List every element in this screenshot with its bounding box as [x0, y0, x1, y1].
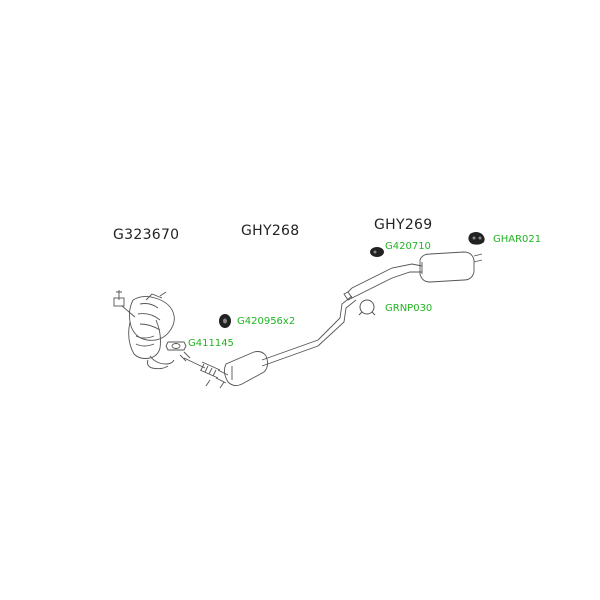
hanger-mid-part [370, 247, 384, 257]
gasket-label: G411145 [188, 338, 234, 349]
gasket-part [165, 341, 187, 351]
hanger-front-part [219, 314, 231, 328]
hanger-mid-label: G420710 [385, 241, 431, 252]
manifold-assembly [113, 290, 175, 370]
rear-pipe-label: GHY269 [374, 217, 433, 233]
clamp-label: GRNP030 [385, 303, 433, 314]
front-pipe-assembly [179, 295, 357, 389]
rear-pipe-assembly [343, 251, 483, 301]
manifold-label: G323670 [113, 227, 180, 243]
hanger-rear-part [468, 232, 485, 245]
hanger-front-label: G420956x2 [237, 316, 296, 327]
front-pipe-label: GHY268 [241, 223, 300, 239]
hanger-rear-label: GHAR021 [493, 234, 542, 245]
clamp-part [358, 299, 376, 316]
